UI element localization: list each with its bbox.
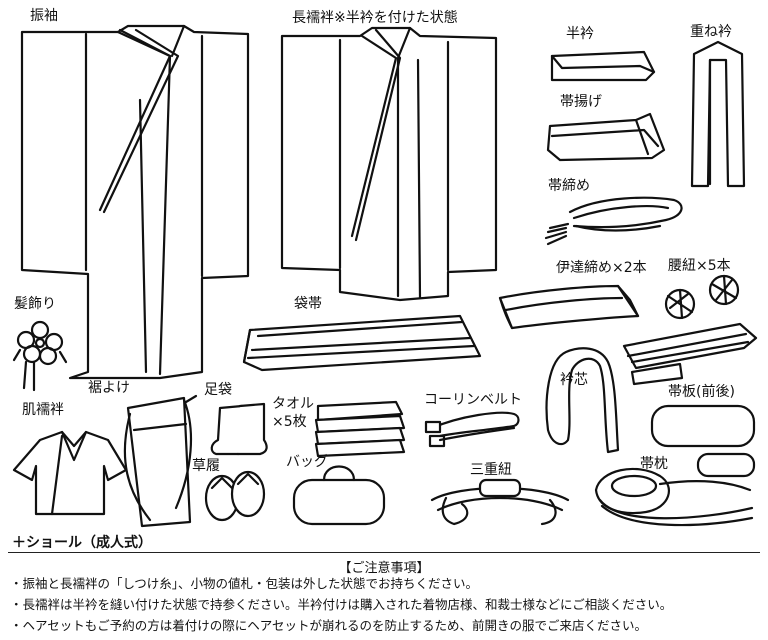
eri-shin-illustration	[545, 347, 620, 454]
nagajuban-illustration	[280, 26, 498, 302]
koshihimo-balls-illustration	[664, 274, 740, 320]
note-item: ・振袖と長襦袢の「しつけ糸」、小物の値札・包装は外した状態でお持ちください。	[10, 576, 479, 591]
kasane-eri-illustration	[690, 40, 746, 188]
label-korin-belt: コーリンベルト	[424, 392, 522, 408]
label-obi-ita: 帯板(前後)	[668, 384, 735, 400]
tabi-illustration	[210, 402, 268, 456]
haneri-illustration	[550, 50, 656, 82]
label-datejime: 伊達締め×2本	[556, 260, 647, 276]
furisode-illustration	[20, 24, 250, 380]
datejime-illustration	[498, 284, 640, 330]
notes-title: 【ご注意事項】	[338, 561, 430, 576]
label-susoyoke: 裾よけ	[88, 380, 130, 396]
label-obimakura: 帯枕	[640, 456, 668, 472]
shawl-note: ＋ショール（成人式）	[12, 535, 152, 551]
label-tabi: 足袋	[204, 382, 232, 398]
susoyoke-illustration	[123, 394, 198, 528]
note-item: ・長襦袢は半衿を縫い付けた状態で持参ください。半衿付けは購入された着物店様、和裁…	[10, 597, 673, 612]
label-haneri: 半衿	[566, 26, 594, 42]
korin-belt-illustration	[424, 411, 520, 448]
label-nagajuban: 長襦袢※半衿を付けた状態	[292, 10, 458, 26]
bag-illustration	[292, 465, 386, 526]
label-obiage: 帯揚げ	[560, 94, 602, 110]
koshihimo-bundle-illustration	[622, 322, 758, 386]
sanjugumi-illustration	[430, 478, 570, 526]
label-eri-shin: 衿芯	[560, 372, 588, 388]
label-towel-count: ×5枚	[272, 414, 307, 430]
obiage-illustration	[546, 112, 666, 162]
label-furisode: 振袖	[30, 8, 58, 24]
note-item: ・ヘアセットもご予約の方は着付けの際にヘアセットが崩れるのを防止するため、前開き…	[10, 618, 648, 633]
label-hadajuban: 肌襦袢	[22, 402, 64, 418]
label-bag: バッグ	[286, 454, 328, 470]
obijime-illustration	[544, 196, 683, 246]
label-koshihimo: 腰紐×5本	[668, 258, 731, 274]
hadajuban-illustration	[12, 430, 128, 516]
fukuro-obi-illustration	[242, 314, 482, 372]
zori-illustration	[204, 470, 266, 522]
obi-ita-illustration	[650, 404, 756, 478]
label-kasane-eri: 重ね衿	[690, 24, 732, 40]
label-sanjugumi: 三重紐	[470, 462, 512, 478]
label-obijime: 帯締め	[548, 178, 590, 194]
label-fukuro-obi: 袋帯	[294, 296, 322, 312]
kamikazari-illustration	[12, 320, 68, 392]
label-zori: 草履	[192, 458, 220, 474]
obimakura-illustration	[594, 467, 754, 527]
label-towel: タオル	[272, 396, 314, 412]
label-kamikazari: 髪飾り	[14, 296, 56, 312]
divider	[8, 552, 760, 553]
towel-stack-illustration	[314, 400, 406, 458]
